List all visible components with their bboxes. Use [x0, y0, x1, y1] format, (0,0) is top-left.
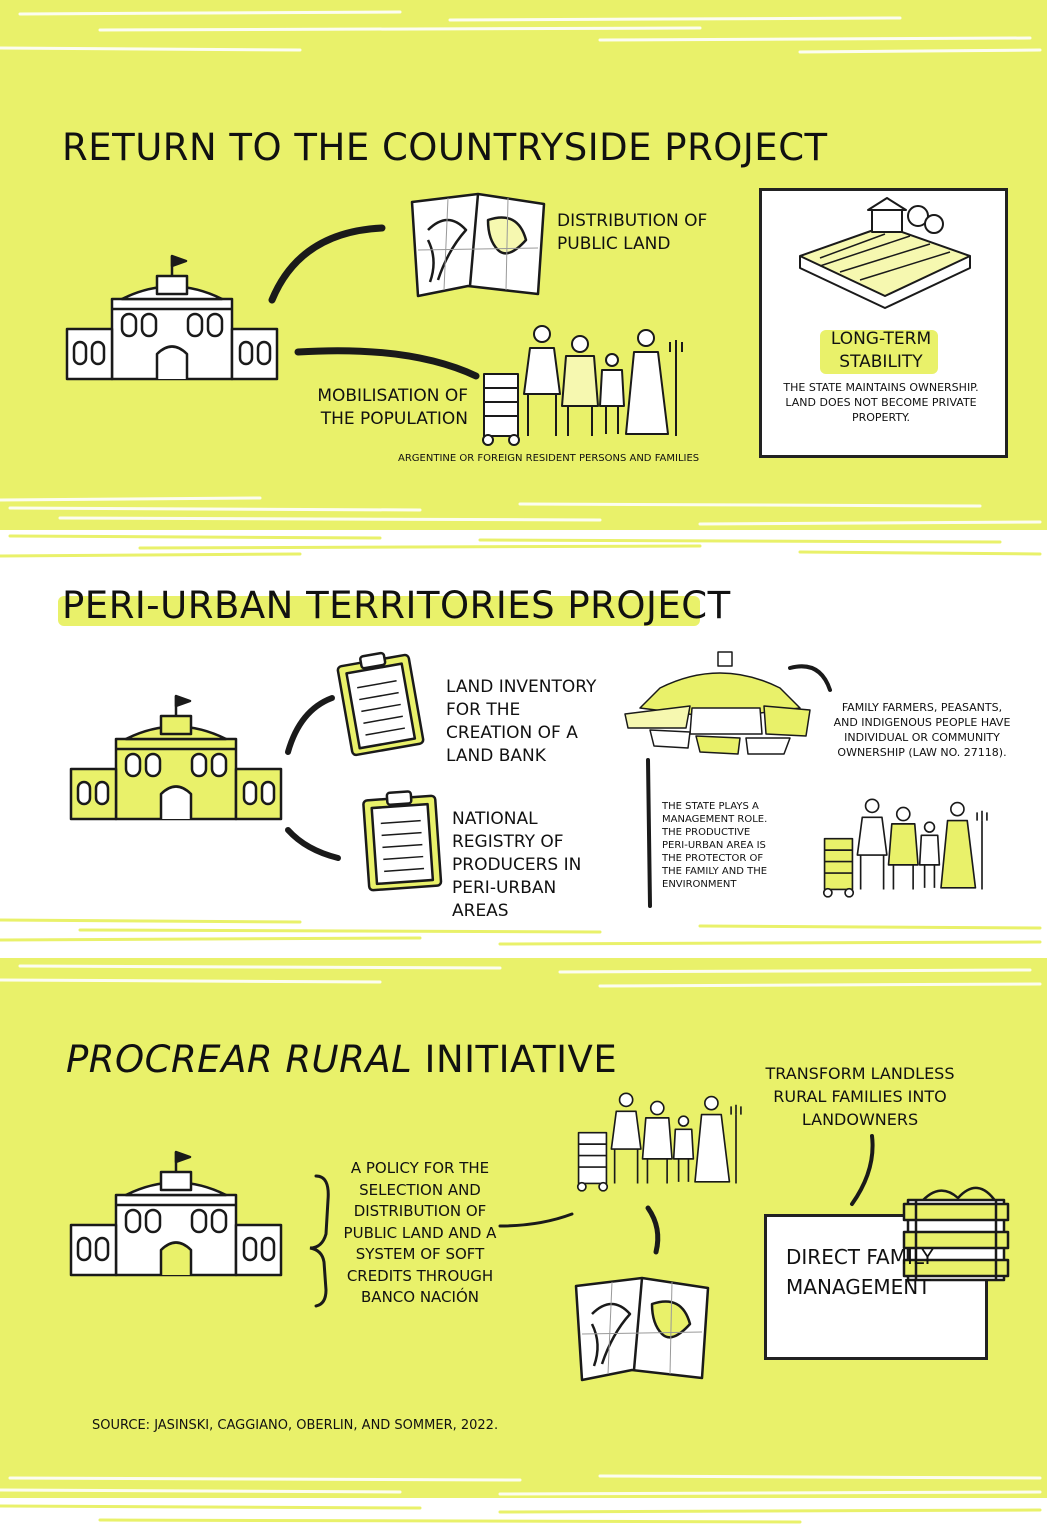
direct-management-box — [764, 1214, 988, 1360]
section-1-title: RETURN TO THE COUNTRYSIDE PROJECT — [62, 126, 828, 169]
section-2-title-highlight — [58, 596, 700, 626]
clipboard-icon-2 — [362, 790, 443, 892]
section-3-title: PROCREAR RURAL INITIATIVE — [66, 1038, 617, 1081]
government-building-icon-3 — [69, 1150, 283, 1277]
source-note: SOURCE: JASINSKI, CAGGIANO, OBERLIN, AND… — [92, 1418, 499, 1433]
section-2-title: PERI-URBAN TERRITORIES PROJECT — [62, 584, 731, 627]
produce-crate-icon — [902, 1186, 1010, 1282]
land-map-icon-2 — [574, 1276, 710, 1382]
direct-label: DIRECT FAMILY MANAGEMENT — [786, 1245, 934, 1299]
inventory-label: LAND INVENTORY FOR THE CREATION OF A LAN… — [446, 677, 597, 766]
stability-text: THE STATE MAINTAINS OWNERSHIP. LAND DOES… — [783, 381, 979, 424]
state-role-label: THE STATE PLAYS A MANAGEMENT ROLE. THE P… — [662, 801, 768, 890]
connector-lines-1 — [268, 224, 480, 380]
section-3-title-italic: PROCREAR RURAL — [66, 1038, 413, 1081]
registry-label: NATIONAL REGISTRY OF PRODUCERS IN PERI-U… — [452, 809, 582, 921]
policy-label: A POLICY FOR THE SELECTION AND DISTRIBUT… — [343, 1159, 497, 1306]
peri-urban-fields-icon — [624, 651, 811, 755]
fenced-farm-icon — [799, 197, 971, 309]
distribution-label: DISTRIBUTION OF PUBLIC LAND — [557, 211, 708, 254]
section-3-title-rest: INITIATIVE — [412, 1038, 618, 1081]
farming-family-icon-3 — [576, 1092, 742, 1192]
stability-title: LONG-TERM STABILITY — [830, 329, 932, 372]
government-building-icon — [65, 254, 279, 381]
farming-family-icon-2 — [822, 798, 988, 898]
mobilisation-label: MOBILISATION OF THE POPULATION — [317, 386, 468, 429]
residents-label: ARGENTINE OR FOREIGN RESIDENT PERSONS AN… — [398, 453, 700, 464]
farming-family-icon — [482, 325, 683, 446]
farmers-label: FAMILY FARMERS, PEASANTS, AND INDIGENOUS… — [833, 701, 1011, 759]
land-map-icon — [410, 192, 546, 298]
stability-highlight — [820, 330, 938, 374]
transform-label: TRANSFORM LANDLESS RURAL FAMILIES INTO L… — [765, 1064, 955, 1129]
government-building-icon-2 — [69, 694, 283, 821]
clipboard-icon — [336, 651, 425, 757]
